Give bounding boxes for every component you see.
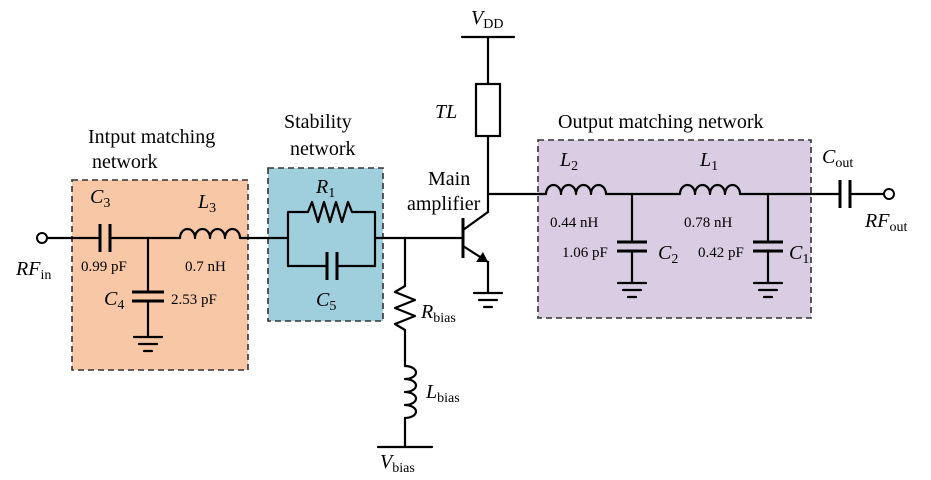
l2-value: 0.44 nH [550,215,599,231]
stability-title-line1: Stability [284,111,352,133]
rbias-resistor [393,285,417,331]
l3-inductor [178,227,242,240]
tl-label: TL [435,101,457,123]
l1-label: L1 [699,149,718,174]
vbias-label: Vbias [380,451,415,476]
rbias-label: Rbias [420,301,456,326]
lbias-inductor [403,364,418,420]
rf-out-terminal [883,188,895,200]
ground-icon-emitter [472,291,504,309]
stability-title-line2: network [290,138,356,160]
output-title: Output matching network [558,111,764,133]
l1-value: 0.78 nH [684,215,733,231]
l3-label: L3 [197,191,216,216]
r1-label: R1 [315,176,335,201]
output-matching-box [537,139,812,319]
ground-icon-c1 [752,281,784,299]
c1-value: 0.42 pF [698,245,744,261]
ground-icon-c2 [616,281,648,299]
lbias-label: Lbias [425,381,460,406]
c1-label: C1 [789,242,809,267]
c3-value: 0.99 pF [81,259,127,275]
amp-title-line1: Main [428,168,470,190]
r1-resistor [288,200,375,224]
rf-in-terminal [36,232,48,244]
l2-label: L2 [559,149,578,174]
input-title-line2: network [92,151,158,173]
c4-label: C4 [104,288,124,313]
transistor-collector [461,210,490,232]
vdd-label: VDD [471,7,503,32]
amp-title-line2: amplifier [407,193,481,215]
rf-out-label: RFout [864,210,907,235]
ground-icon-c4 [132,335,164,353]
cout-label: Cout [822,146,853,171]
c4-value: 2.53 pF [171,292,217,308]
input-title-line1: Intput matching [88,126,215,148]
c2-label: C2 [658,242,678,267]
l1-inductor [678,183,742,196]
c3-label: C3 [90,186,110,211]
l2-inductor [544,183,608,196]
c5-label: C5 [316,289,336,314]
input-matching-box [71,179,249,371]
l3-value: 0.7 nH [185,259,226,275]
c2-value: 1.06 pF [562,245,608,261]
emitter-arrow-icon [476,252,488,262]
rf-in-label: RFin [15,258,51,283]
tl-transmission-line [474,82,502,138]
